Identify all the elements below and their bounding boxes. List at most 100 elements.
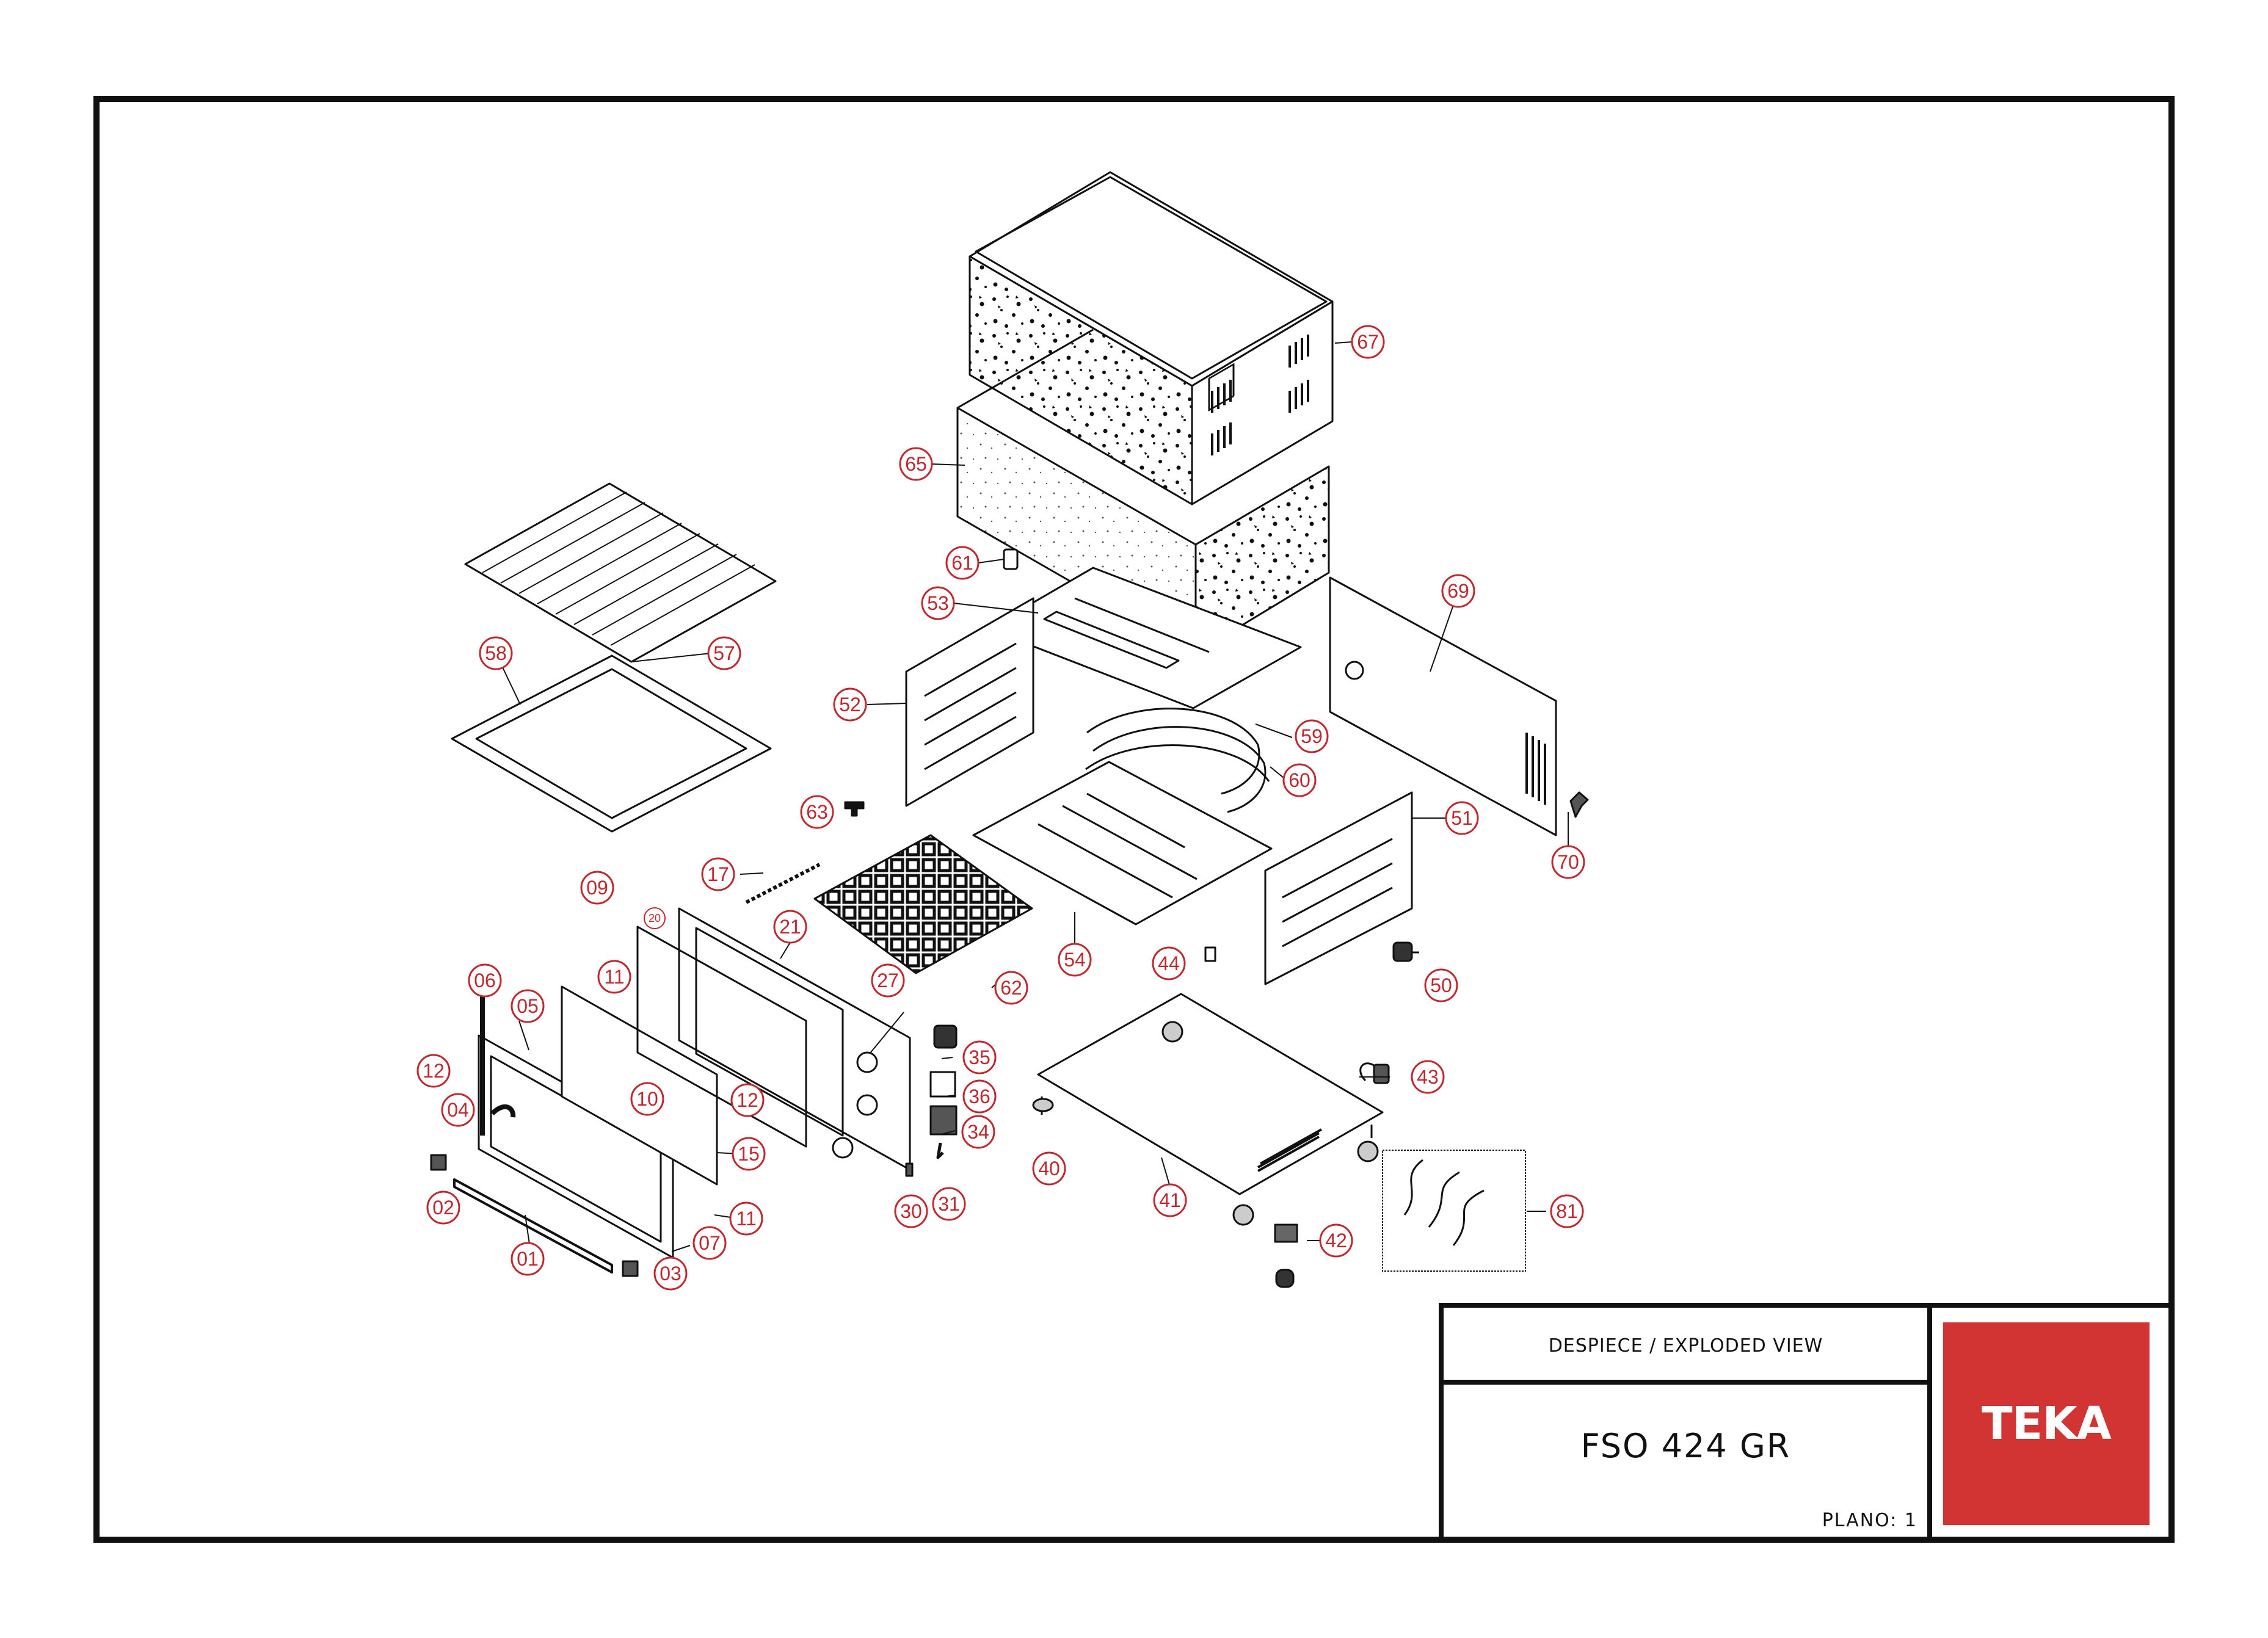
callout-label: 15 (738, 1143, 760, 1165)
callout-label: 21 (779, 916, 801, 938)
callout-label: 10 (636, 1088, 658, 1110)
callout-circle (1058, 943, 1092, 977)
callout-41: 41 (1153, 1183, 1187, 1217)
callout-circle (441, 1093, 475, 1127)
callout-31: 31 (932, 1187, 966, 1221)
callout-52: 52 (833, 687, 867, 722)
callout-label: 36 (969, 1085, 990, 1107)
callout-10: 10 (630, 1082, 664, 1116)
callout-36: 36 (962, 1079, 997, 1114)
callout-label: 30 (900, 1200, 922, 1222)
callout-circle (921, 586, 955, 620)
callout-label: 34 (967, 1121, 989, 1143)
callout-circle (833, 687, 867, 722)
part-41-base-plate (1032, 993, 1384, 1226)
callout-70: 70 (1551, 845, 1585, 879)
callout-circle (1445, 801, 1479, 835)
callout-label: 69 (1447, 580, 1469, 602)
callout-label: 04 (447, 1099, 469, 1121)
callout-circle (932, 1187, 966, 1221)
callout-43: 43 (1411, 1060, 1445, 1094)
callout-label: 53 (927, 592, 949, 614)
callout-label: 61 (951, 552, 973, 574)
model-name: FSO 424 GR (1580, 1426, 1791, 1465)
callout-57: 57 (707, 636, 741, 670)
callout-circle (479, 636, 513, 670)
callout-44: 44 (1152, 946, 1186, 980)
callout-circle (1550, 1194, 1584, 1228)
callout-circle (773, 910, 807, 944)
callout-01: 01 (511, 1242, 545, 1276)
callout-label: 63 (806, 801, 828, 823)
callout-label: 42 (1325, 1230, 1347, 1252)
part-57-wire-rack (464, 482, 777, 663)
callout-circle (511, 1242, 545, 1276)
callout-label: 09 (586, 877, 608, 899)
part-70-fan (1569, 791, 1589, 818)
callout-label: 12 (423, 1060, 445, 1082)
part-81-wiring-harness (1382, 1150, 1526, 1272)
callout-circle (962, 1040, 997, 1074)
callout-label: 60 (1288, 769, 1310, 791)
callout-circle (597, 960, 631, 994)
callout-50: 50 (1424, 968, 1458, 1002)
callout-circle (511, 989, 545, 1023)
callout-65: 65 (899, 447, 933, 481)
part-62-grill (813, 834, 1033, 974)
callout-label: 11 (736, 1208, 756, 1230)
callout-label: 81 (1556, 1200, 1578, 1222)
callout-label: 59 (1301, 725, 1323, 747)
callout-60: 60 (1282, 763, 1317, 797)
callout-69: 69 (1441, 574, 1475, 608)
callout-circle (468, 963, 502, 998)
callout-circle (644, 907, 666, 929)
callout-label: 06 (474, 969, 496, 991)
callout-circle (730, 1083, 765, 1117)
callout-circle (961, 1115, 995, 1149)
callout-42: 42 (1319, 1223, 1353, 1258)
part-54-bottom-tray (972, 761, 1273, 926)
callout-circle (1319, 1223, 1353, 1258)
callout-61: 61 (945, 546, 980, 580)
callout-21: 21 (773, 910, 807, 944)
callout-circle (426, 1190, 460, 1225)
callout-15: 15 (732, 1137, 766, 1171)
callout-54: 54 (1058, 943, 1092, 977)
part-44-connector (1204, 946, 1216, 962)
callout-07: 07 (692, 1226, 727, 1260)
callout-02: 02 (426, 1190, 460, 1225)
callout-label: 01 (517, 1248, 539, 1270)
callout-circle (1351, 325, 1385, 359)
callout-label: 62 (1000, 977, 1022, 999)
callout-circle (1282, 763, 1317, 797)
callout-label: 41 (1159, 1189, 1181, 1211)
callout-label: 44 (1158, 952, 1180, 974)
part-67-cabinet (969, 171, 1334, 506)
callout-30: 30 (894, 1194, 928, 1228)
callout-11a: 11 (597, 960, 631, 994)
callout-label: 35 (969, 1046, 990, 1068)
callout-81: 81 (1550, 1194, 1584, 1228)
teka-logo: TEKA (1943, 1322, 2150, 1525)
callout-34: 34 (961, 1115, 995, 1149)
callout-35: 35 (962, 1040, 997, 1074)
callout-circle (962, 1079, 997, 1114)
drawing-title: DESPIECE / EXPLODED VIEW (1548, 1335, 1823, 1357)
callout-12a: 12 (416, 1054, 451, 1088)
callout-circle (1153, 1183, 1187, 1217)
part-42-connectors (1274, 1223, 1298, 1288)
callout-label: 57 (713, 642, 735, 664)
callout-67: 67 (1351, 325, 1385, 359)
callout-label: 50 (1430, 974, 1452, 996)
callout-label: 03 (660, 1263, 681, 1285)
callout-label: 51 (1451, 807, 1473, 829)
sheet-number: PLANO: 1 (1822, 1509, 1917, 1531)
part-61-lamp-holder (1003, 548, 1019, 570)
callout-03: 03 (653, 1256, 688, 1291)
part-53-top-element (987, 567, 1302, 709)
part-58-baking-tray (451, 654, 772, 833)
callout-circle (871, 963, 905, 998)
part-59-60-elements (1085, 708, 1270, 813)
